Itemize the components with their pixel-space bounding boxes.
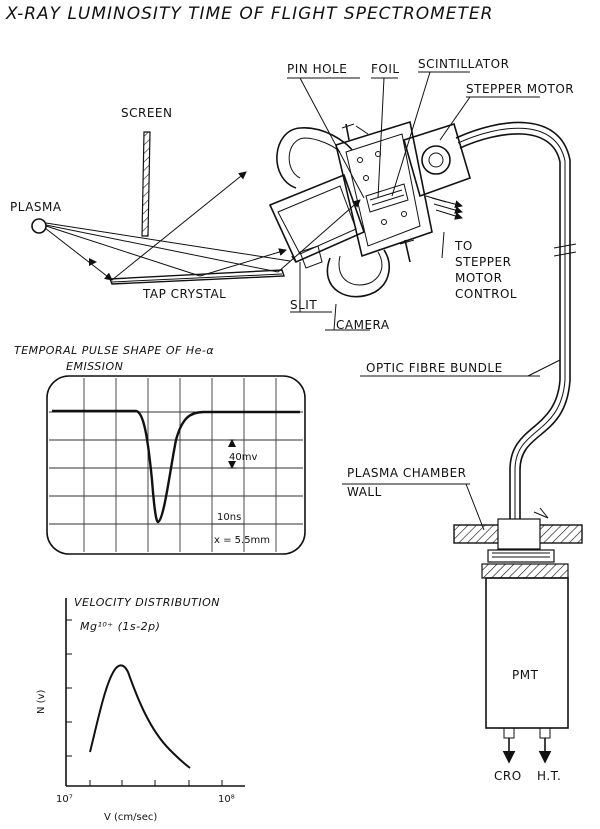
stepper-motor-label: STEPPER MOTOR xyxy=(466,82,574,96)
position-label: x = 5.5mm xyxy=(214,535,270,546)
optic-fibre-bundle xyxy=(455,121,577,520)
pulse-panel-title-line1: TEMPORAL PULSE SHAPE OF He-α xyxy=(14,344,214,357)
plasma-chamber-label-line2: WALL xyxy=(347,485,382,499)
pulse-trace xyxy=(52,409,300,524)
screen xyxy=(141,131,151,237)
to-stepper-label-line1: TO xyxy=(454,239,473,253)
ht-label: H.T. xyxy=(537,769,561,783)
velocity-plot-title-line2: Mg¹⁰⁺ (1s-2p) xyxy=(80,620,160,633)
tap-crystal-label: TAP CRYSTAL xyxy=(142,287,226,301)
vertical-scale-label: 40mv xyxy=(229,452,257,463)
oscilloscope-screen xyxy=(46,375,306,555)
velocity-xtick-right: 10⁸ xyxy=(218,794,235,805)
label-leaders xyxy=(287,71,561,531)
velocity-curve xyxy=(89,664,191,769)
velocity-plot-title-line1: VELOCITY DISTRIBUTION xyxy=(74,596,220,609)
slit-label: SLIT xyxy=(290,298,317,312)
plasma-source xyxy=(31,218,47,234)
pmt-label: PMT xyxy=(512,668,539,682)
to-stepper-label-line4: CONTROL xyxy=(455,287,517,301)
time-scale-label: 10ns xyxy=(217,512,241,523)
velocity-y-label: N (v) xyxy=(36,690,47,714)
x-ray-paths xyxy=(44,171,361,281)
foil-label: FOIL xyxy=(371,62,400,76)
plasma-label: PLASMA xyxy=(10,200,62,214)
pulse-panel-title-line2: EMISSION xyxy=(66,360,123,373)
screen-label: SCREEN xyxy=(121,106,172,120)
scintillator-label: SCINTILLATOR xyxy=(418,57,509,71)
velocity-xtick-left: 10⁷ xyxy=(56,794,73,805)
pmt-assembly xyxy=(481,549,569,764)
plasma-chamber-wall xyxy=(453,507,583,550)
camera-label: CAMERA xyxy=(336,318,390,332)
pmt-tube xyxy=(485,577,569,729)
to-stepper-label-line3: MOTOR xyxy=(455,271,502,285)
diagram-title: X-RAY LUMINOSITY TIME OF FLIGHT SPECTROM… xyxy=(5,4,493,24)
optic-fibre-label: OPTIC FIBRE BUNDLE xyxy=(366,361,503,375)
velocity-plot xyxy=(65,598,245,787)
stepper-motor xyxy=(403,122,471,220)
tap-crystal xyxy=(108,269,285,285)
spectrometer-housing xyxy=(268,120,433,298)
cro-label: CRO xyxy=(494,769,522,783)
plasma-chamber-label-line1: PLASMA CHAMBER xyxy=(347,466,467,480)
to-stepper-label-line2: STEPPER xyxy=(455,255,511,269)
pin-hole-label: PIN HOLE xyxy=(287,62,347,76)
velocity-x-label: V (cm/sec) xyxy=(104,812,157,823)
